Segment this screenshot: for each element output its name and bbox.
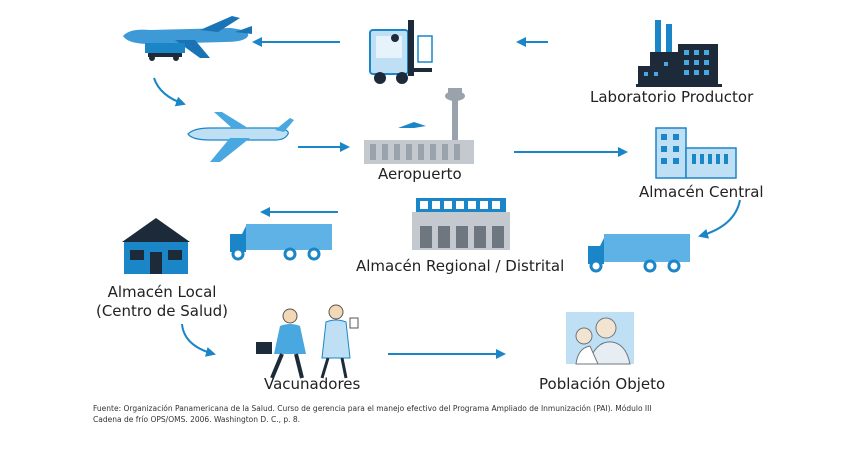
arrow-plane-down bbox=[153, 77, 186, 107]
airplane-icon bbox=[187, 112, 294, 162]
arrow-local-to-vaccinators bbox=[181, 323, 216, 357]
label-lab: Laboratorio Productor bbox=[590, 88, 754, 106]
truck-icon bbox=[588, 234, 690, 273]
label-central: Almacén Central bbox=[639, 183, 764, 201]
source-footnote: Fuente: Organización Panamericana de la … bbox=[93, 404, 833, 426]
mother-child-icon bbox=[566, 312, 634, 365]
people-icon bbox=[256, 304, 359, 379]
label-vaccinators: Vacunadores bbox=[264, 375, 361, 393]
truck-icon bbox=[230, 224, 332, 261]
label-target: Población Objeto bbox=[539, 375, 666, 393]
label-airport: Aeropuerto bbox=[378, 165, 462, 183]
central-warehouse-icon bbox=[655, 127, 737, 179]
arrow-central-to-truck bbox=[698, 199, 741, 239]
factory-icon bbox=[636, 20, 722, 87]
footnote-line1: Fuente: Organización Panamericana de la … bbox=[93, 404, 652, 413]
house-icon bbox=[122, 218, 190, 274]
cargo-airplane-icon bbox=[123, 16, 252, 61]
regional-warehouse-icon bbox=[412, 198, 510, 250]
airport-icon bbox=[364, 88, 474, 164]
label-local-line2: (Centro de Salud) bbox=[95, 301, 228, 320]
forklift-icon bbox=[369, 20, 433, 84]
label-local-line1: Almacén Local bbox=[107, 283, 217, 301]
label-regional: Almacén Regional / Distrital bbox=[356, 257, 565, 275]
footnote-line2: Cadena de frío OPS/OMS. 2006. Washington… bbox=[93, 414, 301, 424]
label-local: Almacén Local (Centro de Salud) bbox=[92, 283, 232, 321]
